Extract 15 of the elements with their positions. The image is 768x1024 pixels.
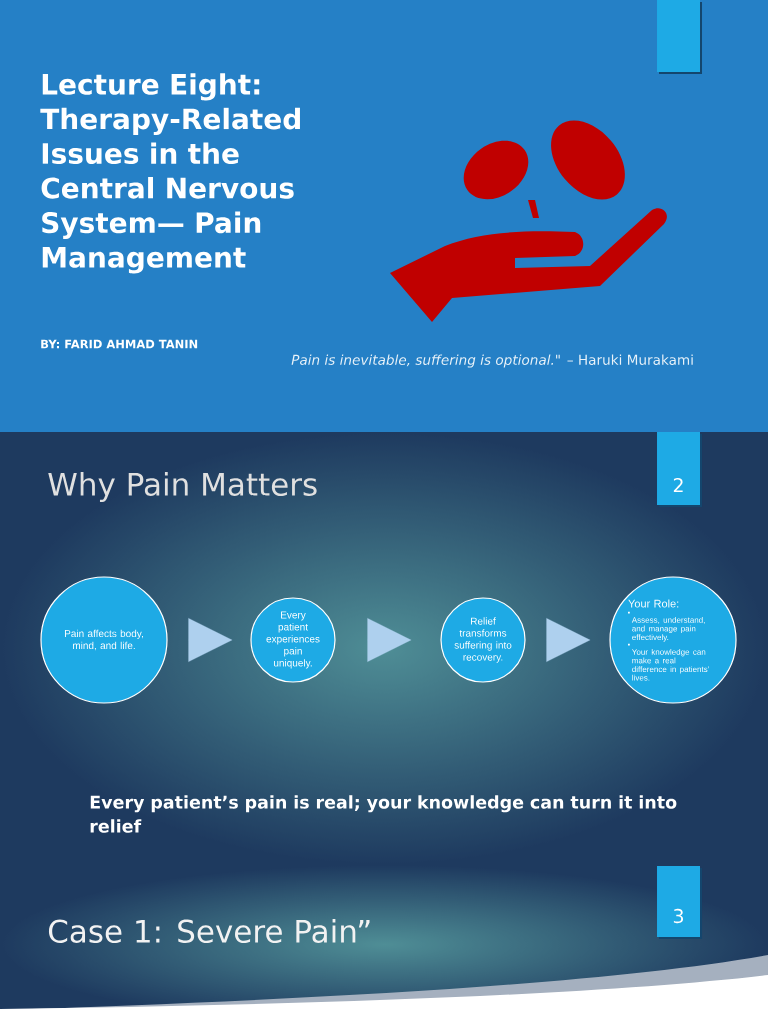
takeaway-text: Every patient’s pain is real; your knowledge can turn it into relief: [90, 795, 677, 833]
author-name: BY: FARID AHMAD TANIN: [41, 339, 198, 349]
slide-heading: Why Pain Matters: [48, 472, 317, 502]
page-number-tab: 3: [657, 866, 702, 939]
circle-node: Pain affects body, mind, and life.: [40, 576, 168, 704]
chevron-arrow: [546, 618, 591, 662]
slide-title: Lecture Eight: Therapy-Related Issues in the Central Nervous System— Pain Management: [40, 73, 300, 274]
circle-node: Every patient experiences pain uniquely.: [250, 597, 336, 683]
slide-heading: Case 1: Severe Pain”: [48, 919, 370, 943]
page-number-tab: 2: [657, 432, 702, 507]
circle-node: Relief transforms suffering into recovery.: [440, 597, 526, 683]
chevron-arrow: [188, 618, 233, 662]
circle-node: Your Role: Assess, understand, and manage pain effectively. Your knowledge can make a real difference in patients’ lives.: [609, 576, 737, 704]
quote: Pain is inevitable, suffering is optional." – Haruki Murakami: [291, 354, 693, 368]
chevron-arrow: [367, 618, 412, 662]
